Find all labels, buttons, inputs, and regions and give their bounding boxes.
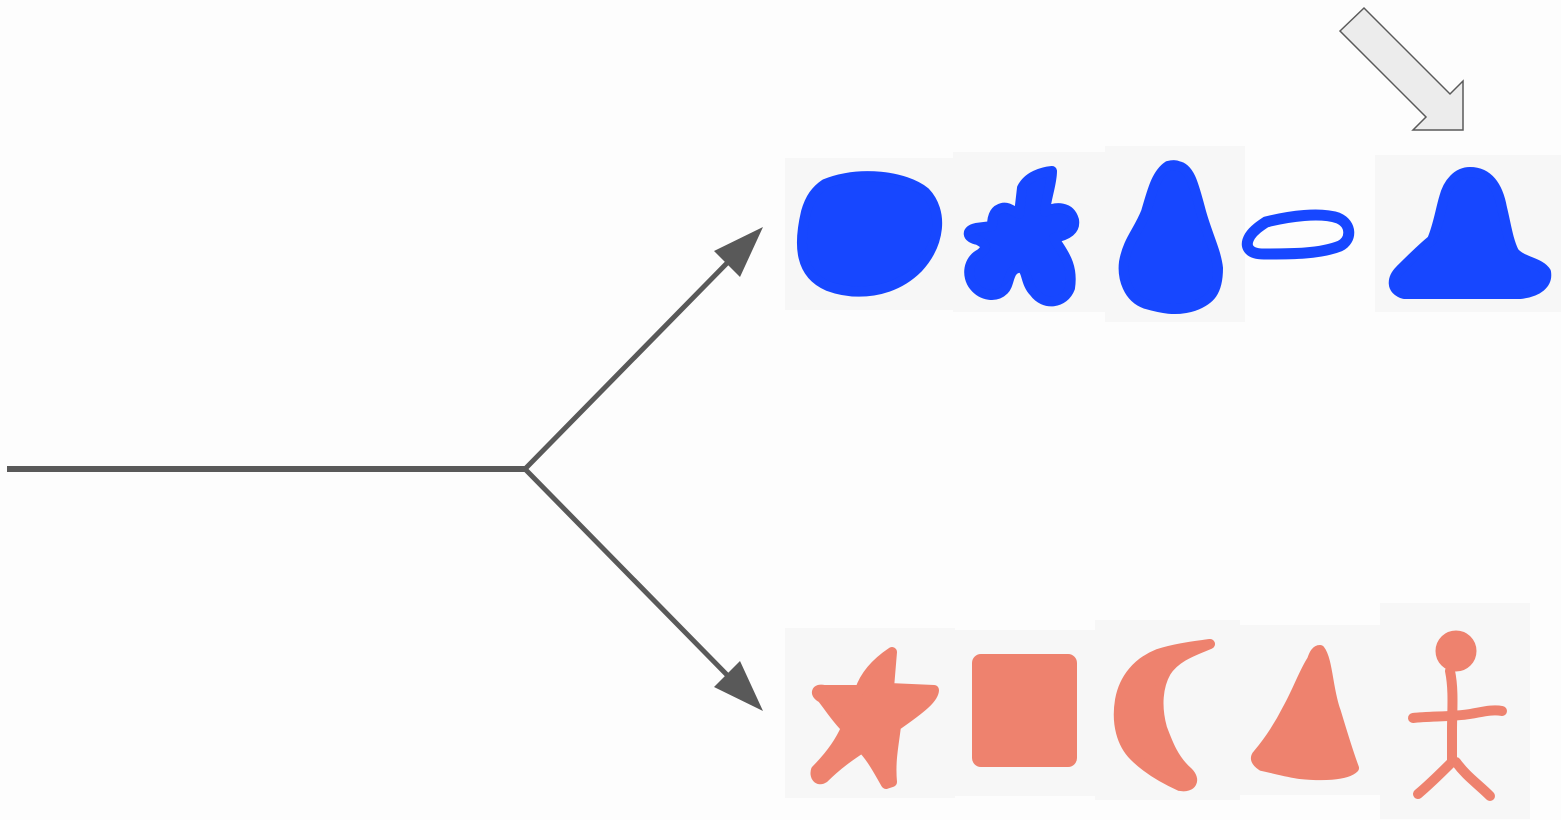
bell-icon xyxy=(1388,167,1552,299)
crescent-icon xyxy=(1113,639,1215,792)
top-shape-group xyxy=(785,146,1561,322)
triangle-icon xyxy=(1250,645,1359,781)
square-icon xyxy=(972,654,1077,767)
star-icon xyxy=(810,647,939,789)
upper-branch-line xyxy=(523,256,734,471)
stick-figure-icon xyxy=(1408,630,1507,801)
bottom-shape-group xyxy=(785,603,1530,819)
oval-icon xyxy=(1241,209,1355,260)
drop-icon xyxy=(1118,160,1223,315)
branch-arrows xyxy=(7,227,763,711)
lower-arrowhead-icon xyxy=(714,661,763,711)
lower-branch-line xyxy=(523,467,734,682)
blob-icon xyxy=(796,171,943,297)
upper-arrowhead-icon xyxy=(714,227,763,277)
flower-icon xyxy=(963,166,1080,307)
down-right-arrow-icon xyxy=(1338,6,1464,131)
